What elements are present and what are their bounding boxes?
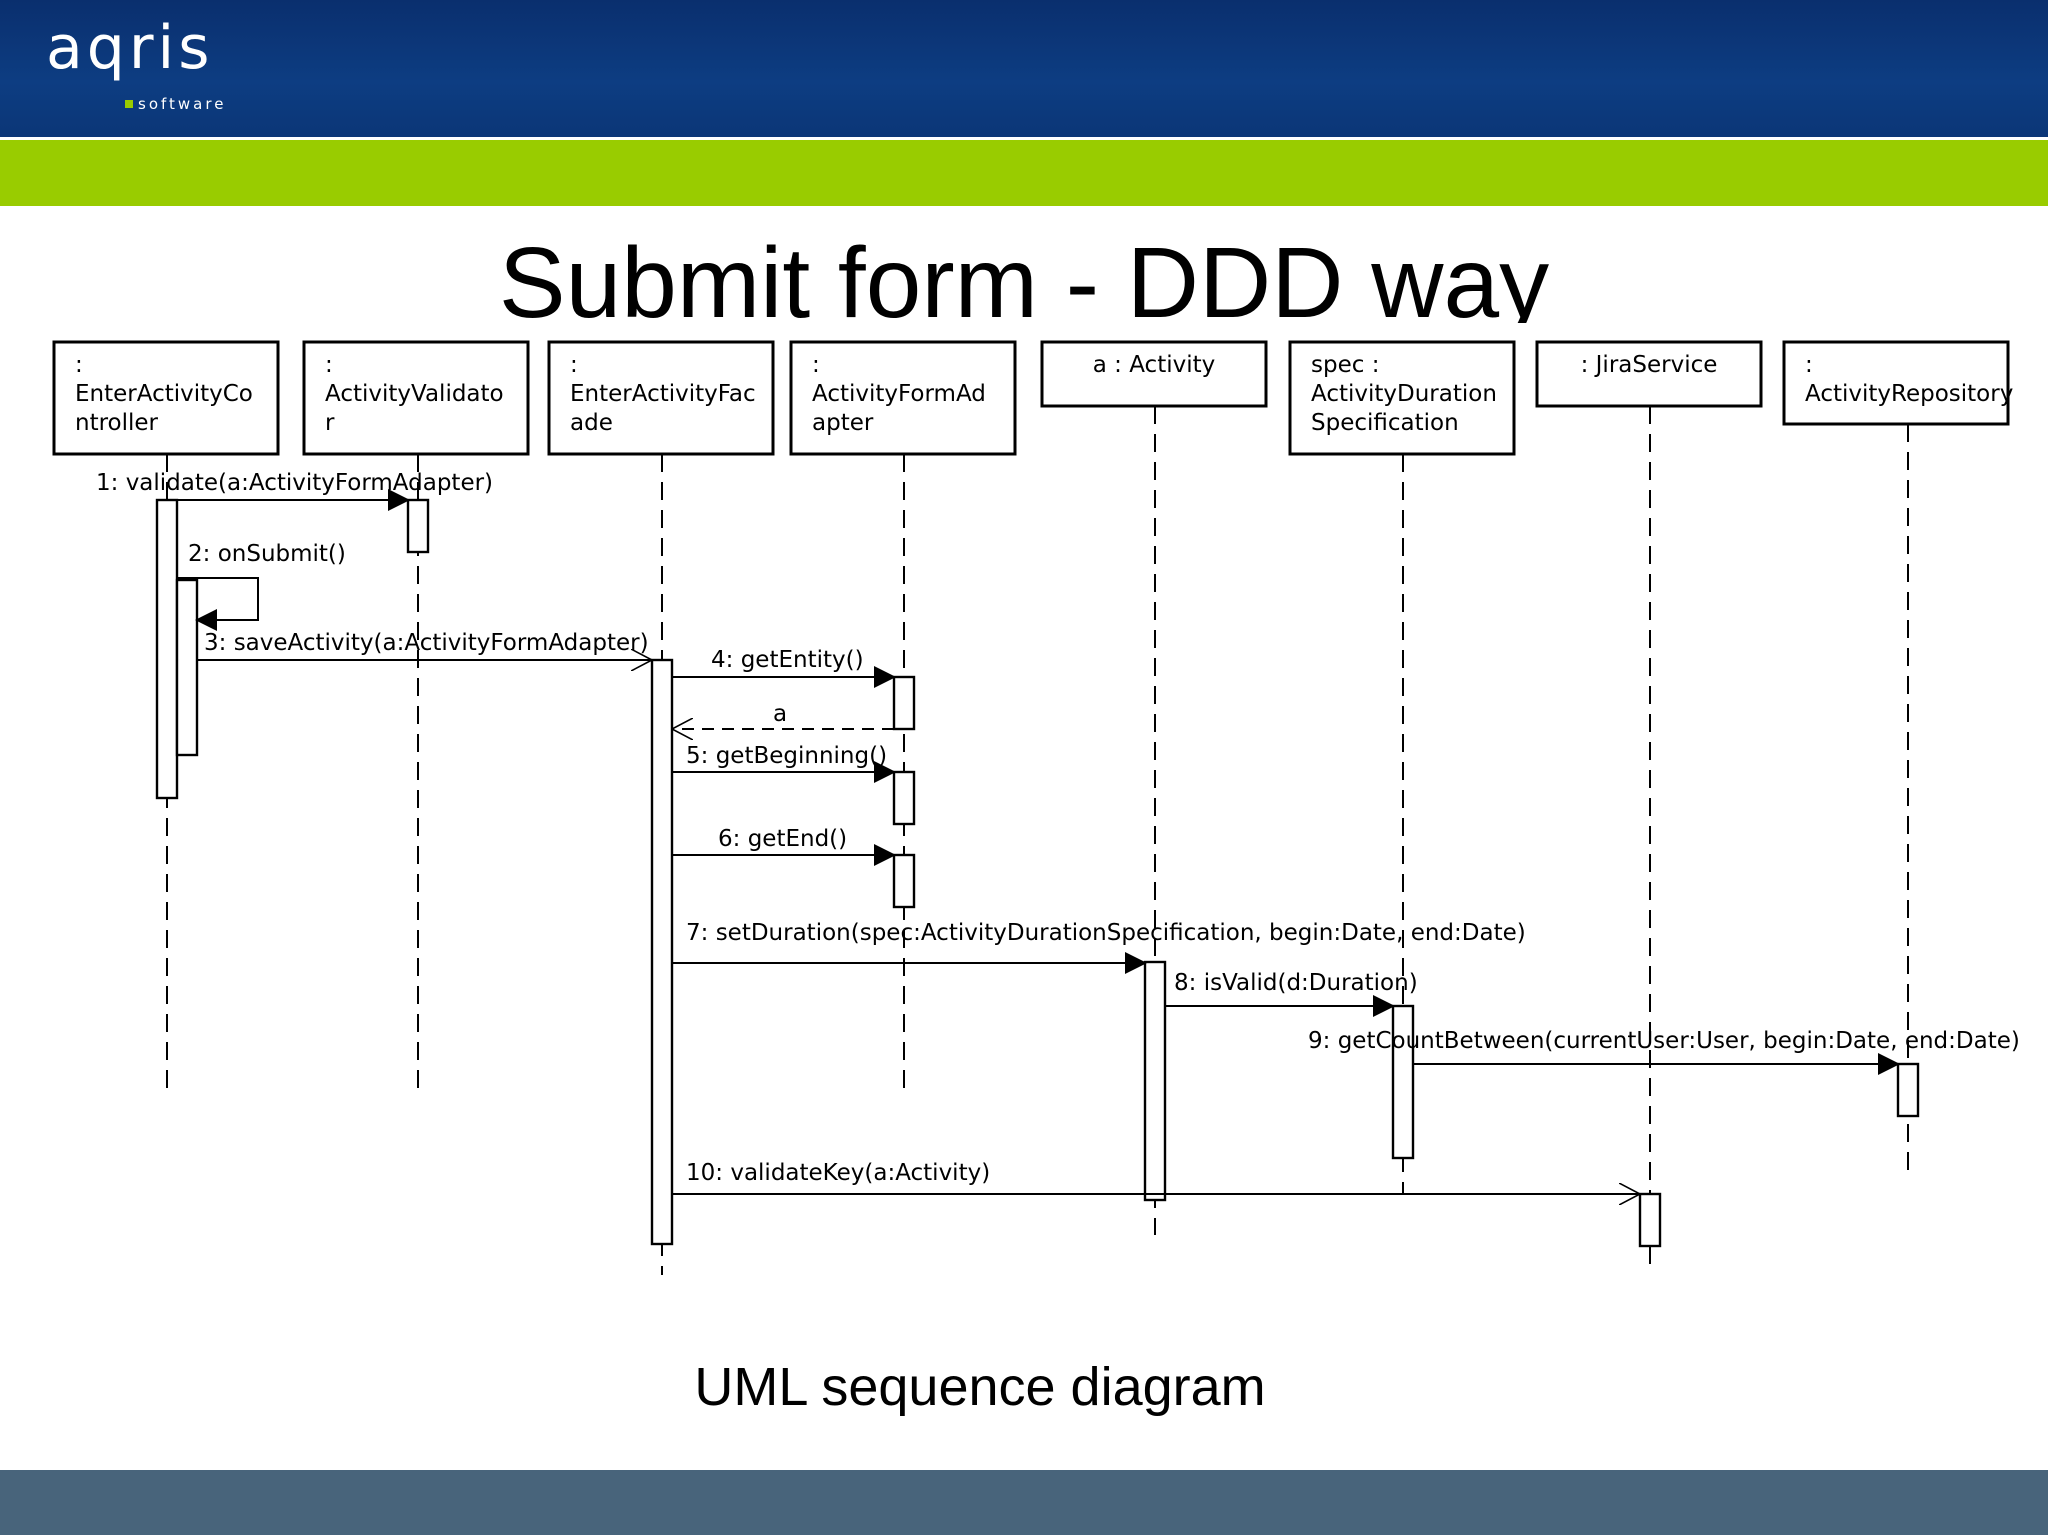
lifeline-box-5: a : Activity (1040, 340, 1268, 408)
activation-bar (155, 498, 179, 800)
activation-bar (1896, 1062, 1920, 1118)
lifeline-label: ActivityFormAd (812, 381, 986, 407)
lifeline-label: r (325, 410, 335, 436)
lifeline-label: a : Activity (1093, 352, 1215, 378)
accent-band (0, 140, 2048, 206)
activation-bar (1638, 1192, 1662, 1248)
message-label: 7: setDuration(spec:ActivityDurationSpec… (686, 920, 1526, 946)
lifeline-label: apter (812, 410, 874, 436)
lifeline-box-2: : ActivityValidato r (302, 340, 530, 456)
logo: aqris (46, 13, 214, 83)
activation-bar (892, 853, 916, 909)
slide-caption: UML sequence diagram (694, 1357, 1266, 1417)
activation-bar (406, 498, 430, 554)
message-label: 5: getBeginning() (686, 743, 887, 769)
message-3: 3: saveActivity(a:ActivityFormAdapter) (197, 630, 652, 660)
message-2: 2: onSubmit() (177, 541, 346, 631)
lifeline-label: : (1805, 352, 1813, 378)
activation-bar (892, 675, 916, 731)
message-label: a (773, 701, 787, 727)
lifeline-label: ntroller (75, 410, 159, 436)
message-label: 4: getEntity() (711, 647, 864, 673)
activation-bar (892, 770, 916, 826)
slide-title: Submit form - DDD way (498, 227, 1550, 323)
activation-bar (1391, 1004, 1415, 1160)
lifeline-label: ade (570, 410, 613, 436)
activation-bar (175, 578, 199, 757)
lifeline-label: Specification (1311, 410, 1459, 436)
message-5: 5: getBeginning() (672, 743, 896, 783)
message-1: 1: validate(a:ActivityFormAdapter) (96, 470, 493, 511)
lifeline-label: : (75, 352, 83, 378)
message-8: 8: isValid(d:Duration) (1165, 970, 1418, 1017)
message-9: 9: getCountBetween(currentUser:User, beg… (1308, 1028, 2020, 1075)
lifeline-box-1: : EnterActivityCo ntroller (52, 340, 280, 456)
lifeline-label: spec : (1311, 352, 1379, 378)
activation-bar (1143, 960, 1167, 1202)
lifeline-box-3: : EnterActivityFac ade (547, 340, 775, 456)
message-label: 8: isValid(d:Duration) (1174, 970, 1418, 996)
header-bar: aqris software (0, 0, 2048, 137)
message-4: 4: getEntity() (672, 647, 896, 688)
lifeline-label: : (325, 352, 333, 378)
message-return-a: a (672, 701, 894, 729)
message-label: 6: getEnd() (718, 826, 847, 852)
lifeline-label: ActivityRepository (1805, 381, 2013, 407)
logo-square-icon (125, 100, 133, 108)
lifeline-label: : (570, 352, 578, 378)
lifeline-label: ActivityDuration (1311, 381, 1497, 407)
activation-bar (650, 658, 674, 1246)
message-6: 6: getEnd() (672, 826, 896, 866)
logo-subtitle: software (138, 95, 227, 113)
lifeline-label: : JiraService (1581, 352, 1718, 378)
lifeline-label: ActivityValidato (325, 381, 504, 407)
message-label: 9: getCountBetween(currentUser:User, beg… (1308, 1028, 2020, 1054)
message-7: 7: setDuration(spec:ActivityDurationSpec… (672, 920, 1526, 974)
lifeline-label: EnterActivityCo (75, 381, 253, 407)
title-area: Submit form - DDD way (0, 210, 2048, 323)
message-label: 10: validateKey(a:Activity) (686, 1160, 990, 1186)
lifeline-box-8: : ActivityRepository (1782, 340, 2013, 426)
lifeline-box-4: : ActivityFormAd apter (789, 340, 1017, 456)
lifeline-label: : (812, 352, 820, 378)
message-label: 1: validate(a:ActivityFormAdapter) (96, 470, 493, 496)
message-label: 3: saveActivity(a:ActivityFormAdapter) (204, 630, 649, 656)
footer-bar (0, 1470, 2048, 1535)
message-label: 2: onSubmit() (188, 541, 346, 567)
message-10: 10: validateKey(a:Activity) (672, 1160, 1640, 1194)
lifeline-box-7: : JiraService (1535, 340, 1763, 408)
lifeline-box-6: spec : ActivityDurationSpecification (1288, 340, 1516, 456)
lifeline-label: EnterActivityFac (570, 381, 756, 407)
